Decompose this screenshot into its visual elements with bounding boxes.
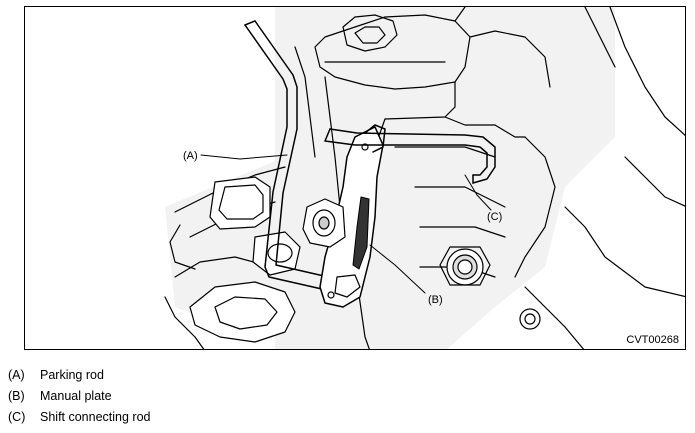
figure-code: CVT00268	[626, 334, 679, 346]
manual-shaft-boss	[302, 198, 346, 248]
callout-c-label: (C)	[487, 211, 502, 223]
manual-plate	[319, 126, 384, 308]
legend-label: Manual plate	[40, 389, 112, 403]
legend-code: (C)	[8, 410, 26, 424]
callout-b-label: (B)	[428, 294, 443, 306]
legend: (A) Parking rod (B) Manual plate (C) Shi…	[8, 365, 151, 428]
transmission-housing	[294, 7, 685, 349]
rod-end-clip	[334, 274, 361, 298]
legend-label: Shift connecting rod	[40, 410, 151, 424]
shift-connecting-rod	[324, 124, 496, 184]
legend-item: (C) Shift connecting rod	[8, 407, 151, 428]
legend-label: Parking rod	[40, 368, 104, 382]
legend-code: (A)	[8, 368, 25, 382]
callout-a-label: (A)	[183, 150, 198, 162]
legend-code: (B)	[8, 389, 25, 403]
cvt-parking-mechanism-illustration: (A) (B) (C)	[164, 7, 685, 349]
legend-item: (B) Manual plate	[8, 386, 151, 407]
legend-item: (A) Parking rod	[8, 365, 151, 386]
figure-frame: (A) (B) (C) CVT00268	[24, 6, 686, 350]
housing-bolt-bosses	[439, 246, 541, 330]
callout-leaders	[200, 154, 492, 294]
